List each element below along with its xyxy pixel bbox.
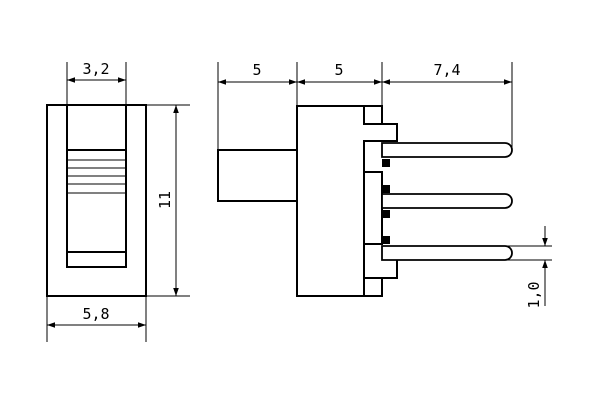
- terminal-pin: [381, 245, 513, 261]
- side-body-outline: [296, 105, 398, 297]
- dimension-body-length: 5: [297, 61, 383, 106]
- dimension-label-top-width: 3,2: [82, 60, 109, 78]
- terminal-pin: [381, 142, 513, 158]
- terminal-pin: [381, 193, 513, 209]
- dimension-label-body-width: 5,8: [82, 305, 109, 323]
- side-actuator-lever: [217, 149, 298, 202]
- dimension-body-width: 5,8: [46, 296, 147, 342]
- dimension-label-height: 11: [156, 191, 174, 209]
- dimension-height: 11: [146, 104, 190, 297]
- contact-marker: [382, 236, 390, 244]
- side-body-step: [363, 260, 398, 296]
- dimension-label-pin-pitch: 1,0: [525, 281, 543, 308]
- dimension-pin-pitch: 1,0: [505, 226, 552, 309]
- dimension-label-body-length: 5: [334, 61, 343, 79]
- contact-marker: [382, 159, 390, 167]
- dimension-label-actuator-length: 5: [252, 61, 261, 79]
- front-inner-slot: [66, 104, 127, 268]
- front-actuator-knob: [66, 149, 127, 253]
- contact-marker: [382, 185, 390, 193]
- side-view: [217, 105, 513, 297]
- dimension-actuator-length: 5: [217, 61, 298, 150]
- side-body-step: [363, 106, 382, 125]
- front-view: [46, 104, 147, 297]
- dimension-pin-length: 7,4: [382, 61, 513, 150]
- dimension-label-pin-length: 7,4: [433, 61, 460, 79]
- dimension-top-width: 3,2: [66, 60, 127, 105]
- contact-marker: [382, 210, 390, 218]
